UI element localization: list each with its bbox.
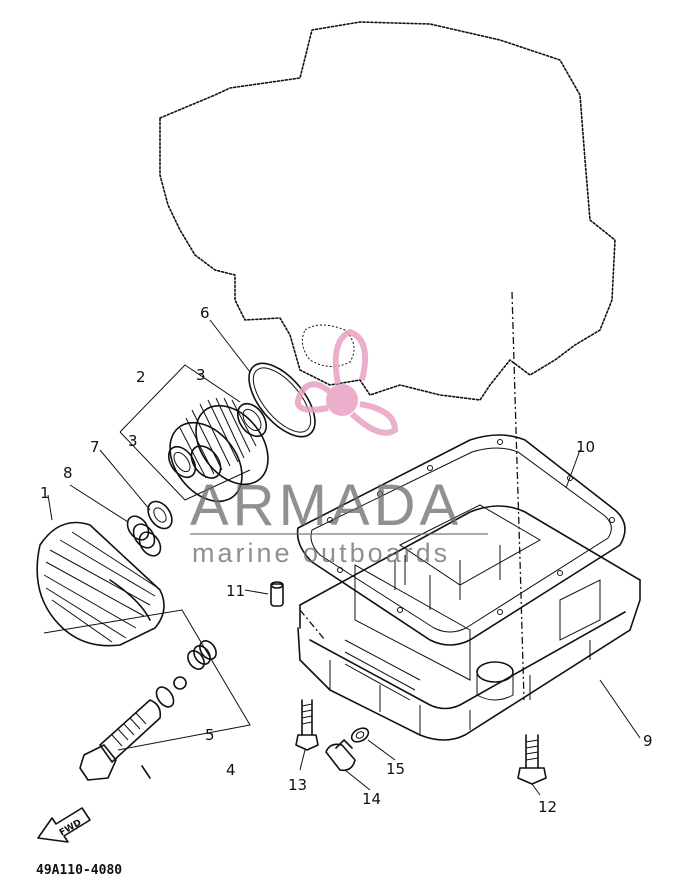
- oil-cooler-cover-1: [36, 521, 165, 647]
- part-label-5: 5: [205, 726, 215, 744]
- part-label-12: 12: [538, 798, 557, 816]
- propeller-logo: [295, 328, 399, 436]
- part-label-3-upper: 3: [196, 366, 206, 384]
- oil-pan-9: [297, 504, 641, 741]
- bolt-13: [295, 699, 319, 751]
- part-label-13: 13: [288, 776, 307, 794]
- oil-filter-element-2: [169, 397, 269, 503]
- spring-8: [126, 515, 162, 557]
- watermark-brand: ARMADA: [190, 473, 462, 538]
- o-ring-large-6: [248, 362, 316, 438]
- part-label-4: 4: [226, 761, 236, 779]
- part-label-2: 2: [136, 368, 146, 386]
- part-label-11: 11: [226, 582, 245, 600]
- washer-7-inner: [153, 507, 167, 523]
- gasket-washer-15-inner: [355, 731, 365, 739]
- o-ring-large-6-inner: [252, 367, 312, 433]
- callout-bracket-4-5: [43, 609, 251, 751]
- part-label-1: 1: [40, 484, 50, 502]
- part-label-9: 9: [643, 732, 653, 750]
- bolt-12: [517, 734, 547, 785]
- callout-bracket-2-3: [119, 364, 251, 501]
- gasket-washer-15: [350, 727, 370, 743]
- part-label-15: 15: [386, 760, 405, 778]
- washer-7: [147, 500, 173, 530]
- relief-spring: [187, 640, 217, 670]
- relief-ball: [173, 676, 187, 690]
- o-ring-3-lower: [167, 445, 197, 479]
- part-label-14: 14: [362, 790, 381, 808]
- union-bolt-4: [79, 699, 162, 781]
- leader-lines: [47, 319, 641, 796]
- forward-arrow: FWD: [37, 807, 91, 843]
- engine-inner-boss: [301, 324, 355, 367]
- part-labels: 1 2 3 3 4 5 6 7 8 9 10 11 12 13 14 15: [40, 304, 653, 816]
- engine-outline: [159, 21, 616, 401]
- o-ring-3-upper-inner: [242, 408, 262, 432]
- o-ring-3-upper: [236, 402, 268, 438]
- gasket-10-inner: [310, 447, 612, 633]
- part-label-3-lower: 3: [128, 432, 138, 450]
- part-label-6: 6: [200, 304, 210, 322]
- watermark: ARMADA marine outboards: [190, 328, 488, 568]
- assembly-centerline-filter: [299, 609, 326, 641]
- drain-plug-14: [325, 739, 356, 772]
- o-ring-3-lower-inner: [173, 451, 191, 473]
- watermark-tagline: marine outboards: [192, 538, 450, 568]
- part-label-8: 8: [63, 464, 73, 482]
- assembly-centerline: [511, 291, 525, 701]
- dowel-pin-11: [270, 581, 284, 607]
- part-label-7: 7: [90, 438, 100, 456]
- diagram-code: 49A110-4080: [36, 863, 122, 878]
- gasket-bolt-holes: [327, 439, 615, 615]
- part-label-10: 10: [576, 438, 595, 456]
- gasket-10: [296, 434, 626, 646]
- o-ring-small-5: [155, 686, 175, 708]
